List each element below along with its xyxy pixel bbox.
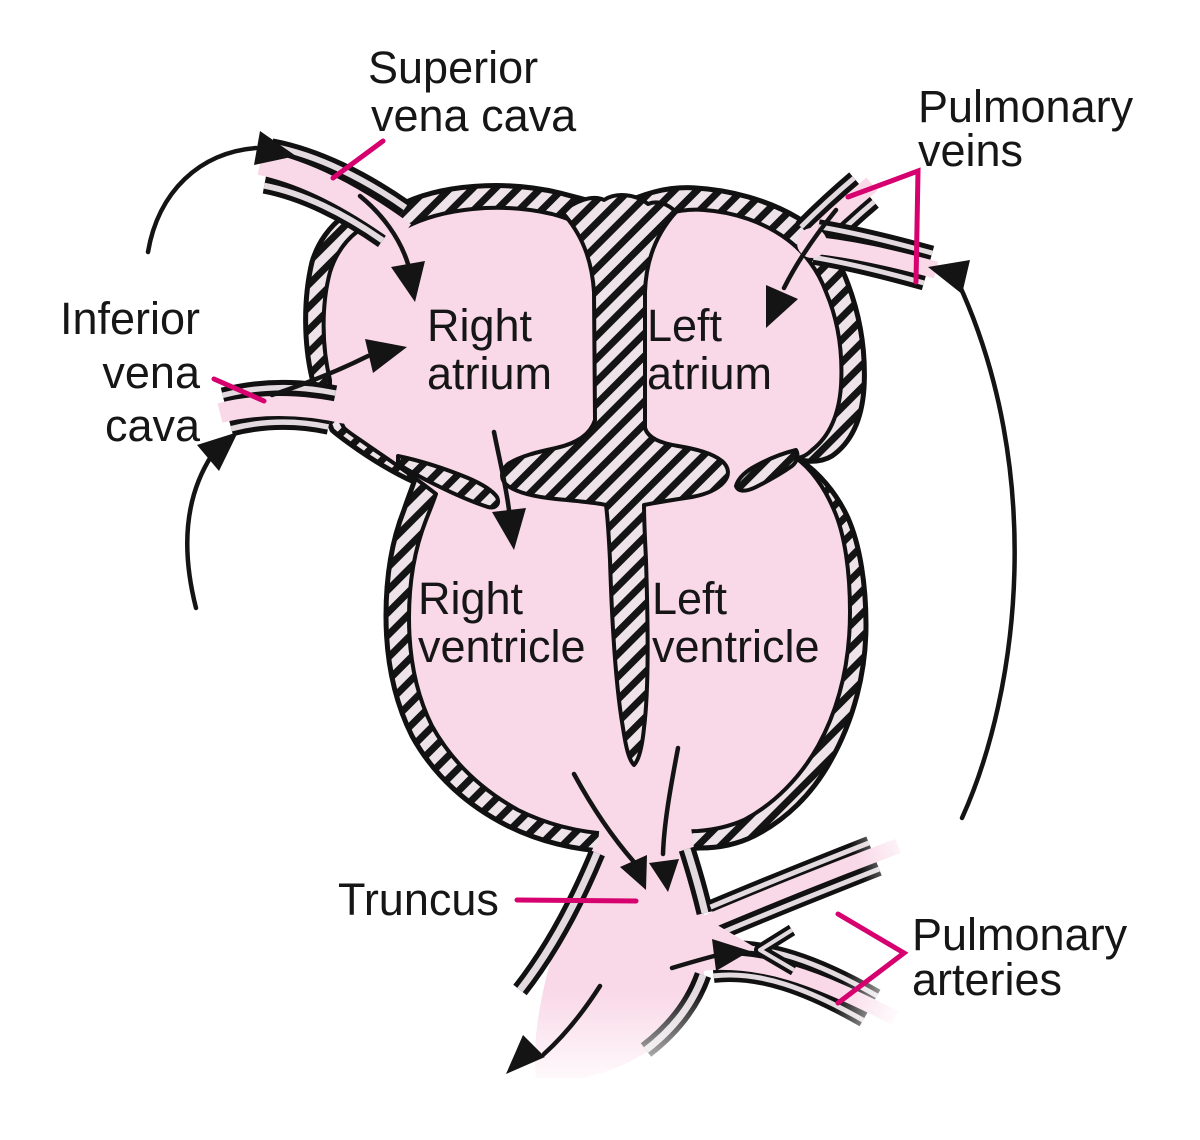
label-right-atrium-1: Right [427, 300, 533, 351]
arrowhead-svc-to-ra [391, 261, 425, 302]
labels: Superior vena cava Pulmonary veins Infer… [60, 42, 1134, 1005]
label-left-atrium-1: Left [647, 300, 723, 351]
arrowhead-ra-to-rv [492, 508, 526, 550]
arrowhead-pv-to-la [766, 285, 798, 328]
flow-arrow-rv-to-truncus [571, 771, 637, 865]
arrowhead-lv-to-truncus [649, 859, 679, 892]
label-pulmonary-veins-1: Pulmonary [918, 81, 1134, 132]
label-inferior-vena-cava-3: cava [105, 400, 201, 451]
label-right-ventricle-1: Right [418, 573, 524, 624]
leader-pulmonary-arteries [835, 911, 909, 1006]
arrowhead-lungs-to-pv [928, 260, 970, 294]
arrowhead-rv-to-truncus [620, 855, 647, 890]
arrowhead-ivc-to-ra [365, 339, 407, 373]
arrowhead-aorta-exit [506, 1035, 545, 1074]
heart-chambers-lumen [321, 205, 852, 836]
leader-superior-vena-cava [330, 138, 386, 181]
label-superior-vena-cava-1: Superior [368, 42, 538, 93]
flow-arrow-into-svc [145, 145, 259, 255]
flow-arrow-lv-to-truncus [660, 745, 681, 857]
flow-arrow-into-ivc [184, 452, 215, 611]
label-inferior-vena-cava-1: Inferior [60, 293, 200, 344]
label-pulmonary-arteries-1: Pulmonary [912, 909, 1128, 960]
flow-arrow-aorta-exit [541, 983, 603, 1057]
arrowhead-truncus-to-pa [712, 939, 750, 971]
leader-truncus [514, 897, 639, 904]
left-av-flange [734, 448, 800, 493]
leader-pulmonary-veins [845, 167, 921, 285]
pa-carina-inner [758, 928, 796, 972]
label-left-ventricle-1: Left [652, 573, 728, 624]
pa-upper-fade [839, 782, 962, 905]
label-right-ventricle-2: ventricle [418, 621, 586, 672]
arrowhead-into-ivc [197, 432, 238, 471]
flow-arrow-ivc-to-ra [269, 353, 371, 398]
leader-inferior-vena-cava [211, 376, 267, 404]
flow-arrow-lungs-to-pv [955, 279, 1017, 821]
inferior-vena-cava-vessel [217, 379, 349, 437]
label-left-ventricle-2: ventricle [652, 621, 820, 672]
label-right-atrium-2: atrium [427, 348, 552, 399]
heart-body [303, 183, 869, 855]
flow-arrow-pv-to-la [781, 207, 839, 291]
label-pulmonary-veins-2: veins [918, 125, 1023, 176]
label-left-atrium-2: atrium [647, 348, 772, 399]
label-truncus: Truncus [338, 874, 499, 925]
arrowhead-into-svc [254, 131, 296, 165]
right-av-flange [396, 454, 500, 510]
flow-arrow-ra-to-rv [491, 429, 512, 513]
label-superior-vena-cava-2: vena cava [371, 90, 577, 141]
flow-arrow-svc-to-ra [357, 193, 411, 267]
pa-lower-fade [813, 972, 940, 1096]
label-pulmonary-arteries-2: arteries [912, 954, 1062, 1005]
label-inferior-vena-cava-2: vena [102, 347, 201, 398]
pulmonary-artery-upper [695, 836, 901, 940]
